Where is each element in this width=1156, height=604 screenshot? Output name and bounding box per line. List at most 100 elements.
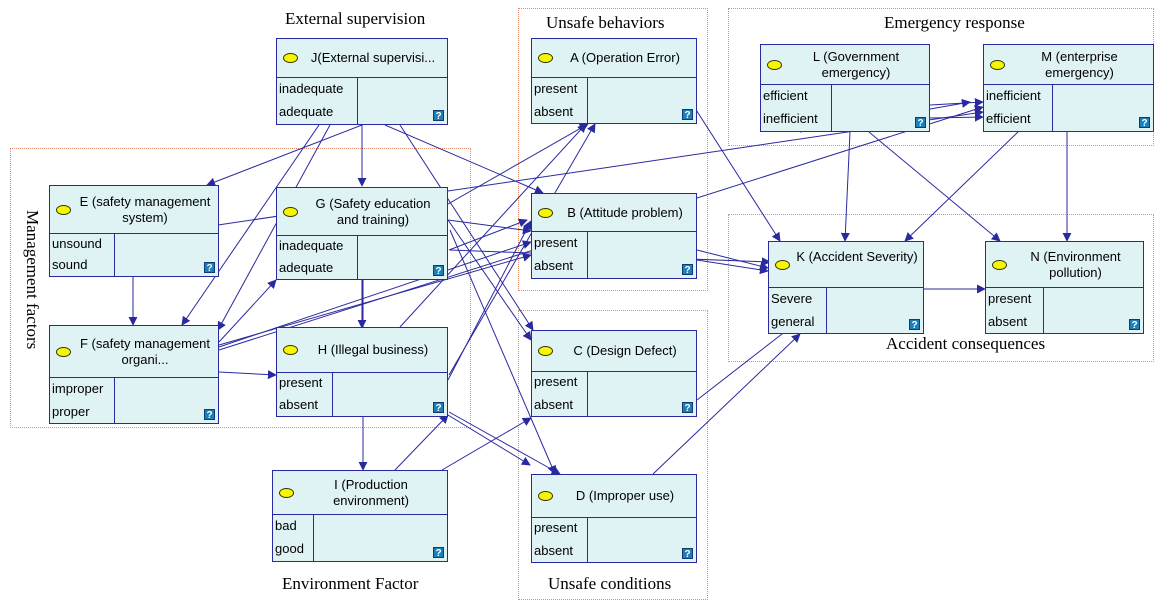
node-i-production-environment[interactable]: I (Production environment) bad good?	[272, 470, 448, 562]
node-title: I (Production environment)	[333, 477, 409, 508]
node-states: present absent	[532, 371, 588, 416]
node-states: present absent	[986, 287, 1044, 333]
node-title: K (Accident Severity)	[796, 249, 918, 264]
node-state-label: present	[534, 520, 578, 535]
node-state-label: general	[771, 314, 815, 329]
node-header: B (Attitude problem)	[532, 194, 696, 232]
node-state-label: inefficient	[763, 111, 818, 126]
node-status-dot-icon	[990, 60, 1005, 70]
node-state-label: absent	[534, 397, 574, 412]
node-states: bad good	[273, 514, 314, 561]
node-state-label: unsound	[52, 236, 102, 251]
help-question-icon[interactable]: ?	[433, 547, 444, 559]
node-states: inadequate adequate	[277, 77, 358, 124]
node-header: K (Accident Severity)	[769, 242, 923, 288]
node-title: C (Design Defect)	[573, 343, 677, 358]
node-state-label: efficient	[763, 88, 808, 103]
help-question-icon[interactable]: ?	[433, 265, 444, 277]
node-status-dot-icon	[56, 347, 71, 357]
node-title: B (Attitude problem)	[567, 205, 683, 220]
node-status-dot-icon	[56, 205, 71, 215]
node-status-dot-icon	[283, 207, 298, 217]
help-question-icon[interactable]: ?	[204, 409, 215, 421]
help-question-icon[interactable]: ?	[909, 319, 920, 331]
node-state-label: present	[534, 374, 578, 389]
group-label-accident-consequences: Accident consequences	[886, 334, 1046, 353]
node-l-government-emergency[interactable]: L (Government emergency) efficient ineffic…	[760, 44, 930, 132]
help-question-icon[interactable]: ?	[1139, 117, 1150, 129]
node-header: F (safety management organi...	[50, 326, 218, 378]
node-n-environment-pollution[interactable]: N (Environment pollution) present absent?	[985, 241, 1144, 334]
help-question-icon[interactable]: ?	[204, 262, 215, 274]
node-state-label: absent	[279, 397, 319, 412]
node-status-dot-icon	[775, 260, 790, 270]
help-question-icon[interactable]: ?	[915, 117, 926, 129]
node-state-label: good	[275, 541, 304, 556]
node-j-external-supervision[interactable]: J(External supervisi... inadequate adequat…	[276, 38, 448, 125]
node-states: unsound sound	[50, 233, 115, 276]
node-title: J(External supervisi...	[310, 50, 436, 65]
group-label-unsafe-conditions: Unsafe conditions	[548, 574, 672, 593]
node-state-label: bad	[275, 518, 297, 533]
node-status-dot-icon	[538, 346, 553, 356]
node-header: C (Design Defect)	[532, 331, 696, 372]
node-title: H (Illegal business)	[317, 342, 429, 357]
node-status-dot-icon	[538, 208, 553, 218]
node-state-label: present	[534, 235, 578, 250]
node-header: H (Illegal business)	[277, 328, 447, 373]
node-title: D (Improper use)	[575, 488, 675, 503]
group-label-emergency-response: Emergency response	[884, 13, 1025, 32]
node-state-label: adequate	[279, 104, 334, 119]
node-state-label: absent	[988, 314, 1028, 329]
help-question-icon[interactable]: ?	[433, 110, 444, 122]
node-header: J(External supervisi...	[277, 39, 447, 78]
node-header: N (Environment pollution)	[986, 242, 1143, 288]
help-question-icon[interactable]: ?	[682, 109, 693, 121]
node-status-dot-icon	[538, 53, 553, 63]
node-state-label: efficient	[986, 111, 1031, 126]
group-label-management-factors: Management factors	[23, 210, 42, 350]
node-state-label: adequate	[279, 260, 334, 275]
node-status-dot-icon	[767, 60, 782, 70]
node-header: D (Improper use)	[532, 475, 696, 518]
group-label-environment-factor: Environment Factor	[282, 574, 419, 593]
node-state-label: inadequate	[279, 238, 344, 253]
node-state-label: inadequate	[279, 81, 344, 96]
node-title: G (Safety education and training)	[315, 196, 431, 227]
node-d-improper-use[interactable]: D (Improper use) present absent?	[531, 474, 697, 563]
help-question-icon[interactable]: ?	[433, 402, 444, 414]
node-g-safety-education[interactable]: G (Safety education and training) inadequ…	[276, 187, 448, 280]
node-status-dot-icon	[279, 488, 294, 498]
help-question-icon[interactable]: ?	[1129, 319, 1140, 331]
node-header: L (Government emergency)	[761, 45, 929, 85]
help-question-icon[interactable]: ?	[682, 548, 693, 560]
node-states: inadequate adequate	[277, 235, 358, 279]
help-question-icon[interactable]: ?	[682, 264, 693, 276]
node-state-label: sound	[52, 257, 88, 272]
node-status-dot-icon	[992, 260, 1007, 270]
node-title: M (enterprise emergency)	[1041, 49, 1118, 80]
node-state-label: present	[534, 81, 578, 96]
node-state-label: proper	[52, 404, 90, 419]
node-state-label: absent	[534, 543, 574, 558]
node-status-dot-icon	[283, 53, 298, 63]
node-status-dot-icon	[538, 491, 553, 501]
node-state-label: present	[988, 291, 1032, 306]
node-states: efficient inefficient	[761, 84, 832, 131]
help-question-icon[interactable]: ?	[682, 402, 693, 414]
node-status-dot-icon	[283, 345, 298, 355]
node-c-design-defect[interactable]: C (Design Defect) present absent?	[531, 330, 697, 417]
group-label-external-supervision: External supervision	[285, 9, 426, 28]
node-title: L (Government emergency)	[812, 49, 900, 80]
